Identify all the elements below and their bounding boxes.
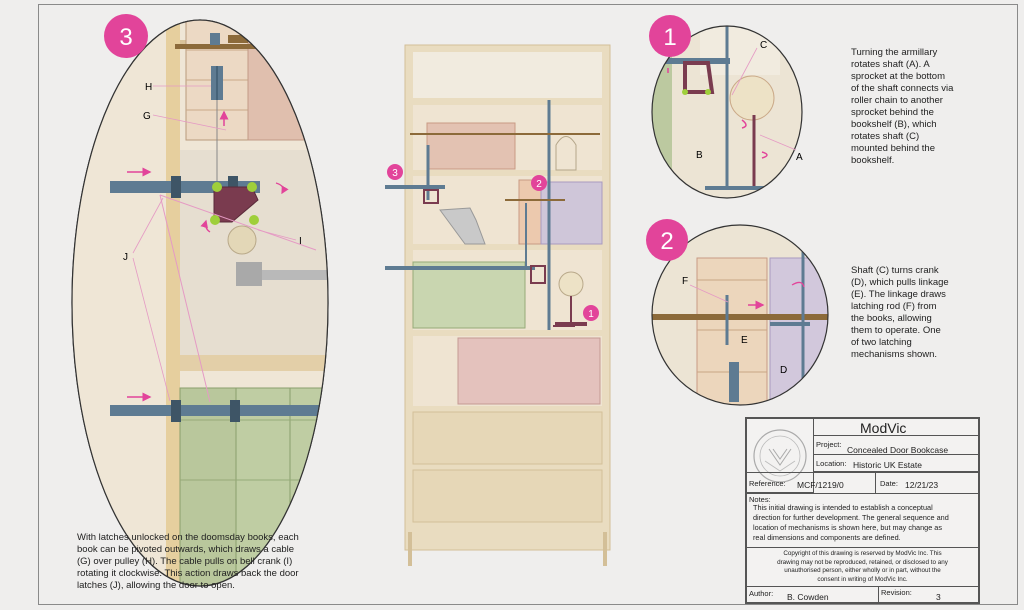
svg-text:3: 3 — [119, 24, 132, 51]
svg-text:rotates shaft (A). A: rotates shaft (A). A — [851, 59, 930, 70]
svg-text:1: 1 — [588, 309, 594, 320]
author-label: Author: — [749, 589, 774, 598]
callout-badge-1[interactable]: 1 — [649, 15, 691, 57]
svg-text:1: 1 — [663, 24, 676, 51]
callout-badge-2[interactable]: 2 — [646, 219, 688, 261]
svg-text:book can be pivoted outwards,: book can be pivoted outwards, which draw… — [77, 544, 294, 555]
label-G: G — [143, 111, 151, 122]
svg-text:3: 3 — [392, 168, 398, 179]
label-I: I — [299, 236, 302, 247]
location-value: Historic UK Estate — [853, 460, 922, 470]
svg-text:rotating it clockwise. This ac: rotating it clockwise. This action draws… — [77, 568, 299, 579]
project-value: Concealed Door Bookcase — [847, 445, 949, 455]
modvic-logo — [753, 429, 807, 483]
svg-text:them to operate. One: them to operate. One — [851, 325, 941, 336]
bookcase-marker-1[interactable]: 1 — [583, 305, 599, 321]
label-D: D — [780, 365, 787, 376]
location-cell: Location: Historic UK Estate — [813, 454, 979, 472]
author-value: B. Cowden — [787, 592, 829, 602]
bookcase-elevation: 3 2 1 — [385, 44, 611, 566]
notes-cell: Notes: This initial drawing is intended … — [746, 493, 979, 548]
copyright-text: Copyright of this drawing is reserved by… — [777, 550, 948, 583]
label-F: F — [682, 276, 688, 287]
sheet-border — [38, 4, 1018, 605]
caption-2: Shaft (C) turns crank (D), which pulls l… — [851, 265, 949, 360]
date-label: Date: — [880, 479, 898, 488]
svg-text:2: 2 — [536, 179, 542, 190]
revision-value: 3 — [936, 592, 941, 602]
label-C: C — [760, 40, 767, 51]
revision-cell: Revision: 3 — [878, 586, 979, 603]
revision-label: Revision: — [881, 588, 912, 597]
svg-text:With latches unlocked on the d: With latches unlocked on the doomsday bo… — [77, 532, 299, 543]
detail-1-view: C A B — [651, 25, 803, 199]
company-cell: ModVic — [813, 418, 979, 436]
svg-text:bookshelf (B), which: bookshelf (B), which — [851, 119, 937, 130]
label-B: B — [696, 150, 703, 161]
notes-text: This initial drawing is intended to esta… — [753, 503, 949, 542]
caption-1: Turning the armillary rotates shaft (A).… — [851, 47, 954, 166]
label-E: E — [741, 335, 748, 346]
date-value: 12/21/23 — [905, 480, 939, 490]
company-name: ModVic — [860, 420, 907, 436]
author-cell: Author: B. Cowden — [746, 586, 879, 603]
reference-value: MCF/1219/0 — [797, 480, 844, 490]
detail-3-view: H G I J — [71, 19, 329, 587]
svg-text:bookshelf.: bookshelf. — [851, 155, 894, 166]
caption-3: With latches unlocked on the doomsday bo… — [77, 532, 299, 591]
svg-text:sprocket at the bottom: sprocket at the bottom — [851, 71, 945, 82]
svg-text:(D), which pulls linkage: (D), which pulls linkage — [851, 277, 949, 288]
svg-text:rotates shaft (C): rotates shaft (C) — [851, 131, 919, 142]
location-label: Location: — [816, 459, 847, 468]
svg-text:latching rod (F) from: latching rod (F) from — [851, 301, 937, 312]
svg-text:Shaft (C) turns crank: Shaft (C) turns crank — [851, 265, 939, 276]
reference-cell: Reference: MCF/1219/0 — [746, 472, 876, 494]
svg-text:sprocket behind the: sprocket behind the — [851, 107, 934, 118]
project-label: Project: — [816, 440, 842, 449]
svg-text:(E). The linkage draws: (E). The linkage draws — [851, 289, 946, 300]
svg-text:roller chain to another: roller chain to another — [851, 95, 943, 106]
copyright-cell: Copyright of this drawing is reserved by… — [746, 547, 979, 587]
callout-badge-3[interactable]: 3 — [104, 14, 148, 58]
reference-label: Reference: — [749, 479, 786, 488]
label-H: H — [145, 82, 152, 93]
svg-text:the books, allowing: the books, allowing — [851, 313, 932, 324]
label-A: A — [796, 152, 803, 163]
bookcase-marker-2[interactable]: 2 — [531, 175, 547, 191]
date-cell: Date: 12/21/23 — [875, 472, 979, 494]
svg-text:Turning the armillary: Turning the armillary — [851, 47, 937, 58]
svg-text:2: 2 — [660, 228, 673, 255]
title-block: ModVic Project: Concealed Door Bookcase … — [745, 417, 980, 604]
svg-text:(G) over pulley (H). The cable: (G) over pulley (H). The cable pulls on … — [77, 556, 292, 567]
label-J: J — [123, 252, 128, 263]
notes-label: Notes: — [749, 495, 771, 504]
svg-text:mechanisms shown.: mechanisms shown. — [851, 349, 937, 360]
project-cell: Project: Concealed Door Bookcase — [813, 435, 979, 455]
bookcase-marker-3[interactable]: 3 — [387, 164, 403, 180]
svg-text:latches (J), allowing the door: latches (J), allowing the door to open. — [77, 580, 235, 591]
svg-text:of two latching: of two latching — [851, 337, 912, 348]
svg-text:of the shaft connects via: of the shaft connects via — [851, 83, 954, 94]
svg-text:mounted behind the: mounted behind the — [851, 143, 935, 154]
